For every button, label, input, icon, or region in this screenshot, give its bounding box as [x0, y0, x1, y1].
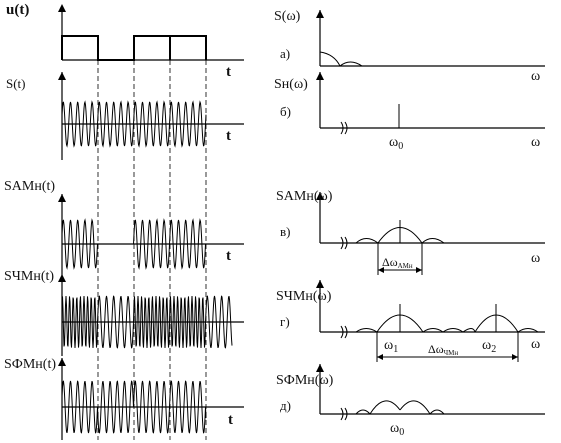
t-label-am: t [226, 248, 231, 264]
spec-v-break [340, 236, 348, 250]
pm-label: SФМн(t) [4, 357, 56, 372]
t-label-u: t [226, 64, 231, 80]
spec-b-arrow [316, 72, 324, 80]
delta-chm: ΔωЧМн [428, 342, 458, 357]
item-a: а) [280, 46, 290, 61]
omega-a: ω [531, 69, 540, 84]
am-label: SАМн(t) [4, 179, 55, 194]
item-v: в) [280, 224, 290, 239]
am-axis-arrow [58, 194, 66, 202]
omega0-b: ω0 [389, 135, 403, 152]
spec-d-break [340, 407, 348, 421]
item-b: б) [280, 104, 291, 119]
spec-v-label: SАМн(ω) [276, 189, 333, 204]
fm-label: SЧМн(t) [4, 269, 54, 284]
fm-axis-arrow [58, 274, 66, 282]
t-label-pm: t [228, 412, 233, 428]
spec-a-arrow [316, 10, 324, 18]
carrier-signal [61, 100, 207, 148]
t-label-s: t [226, 128, 231, 144]
spec-g-arrow [316, 280, 324, 288]
spec-a-label: S(ω) [274, 9, 301, 24]
spec-d-lobes [355, 400, 445, 415]
spec-g-label: SЧМн(ω) [276, 289, 332, 304]
omega1: ω1 [384, 338, 398, 355]
omega-v: ω [531, 251, 540, 266]
digital-pulse [61, 35, 207, 61]
omega2: ω2 [482, 338, 496, 355]
s-axis-arrow [58, 72, 66, 80]
spec-d-label: SФМн(ω) [276, 373, 334, 388]
omega0-d: ω0 [390, 421, 404, 438]
item-d: д) [280, 398, 291, 413]
spec-b-label: Sн(ω) [274, 77, 308, 92]
spec-d-arrow [316, 364, 324, 372]
u-axis-arrow [58, 4, 66, 12]
delta-am: ΔωАМн [382, 255, 413, 270]
fm-signal [61, 295, 233, 349]
spec-a-lobes [319, 51, 363, 67]
spectrum-panel: S(ω) а) ω Sн(ω) б) ω0 ω SАМн(ω) в) ΔωАМн… [274, 9, 545, 438]
spec-b-break [340, 121, 348, 135]
am-signal [61, 218, 206, 270]
spec-v-arrow [316, 192, 324, 200]
spec-g-break [340, 325, 348, 339]
spec-g-lobes [355, 314, 539, 333]
time-domain-panel: u(t) t S(t) t SАМн(t) t SЧМн(t) SФМн(t) … [4, 2, 244, 440]
omega-g: ω [531, 337, 540, 352]
pm-axis-arrow [58, 358, 66, 366]
omega-b: ω [531, 135, 540, 150]
s-label: S(t) [6, 76, 26, 91]
u-label: u(t) [6, 2, 29, 18]
item-g: г) [280, 314, 290, 329]
spec-g-carriers [399, 304, 497, 332]
